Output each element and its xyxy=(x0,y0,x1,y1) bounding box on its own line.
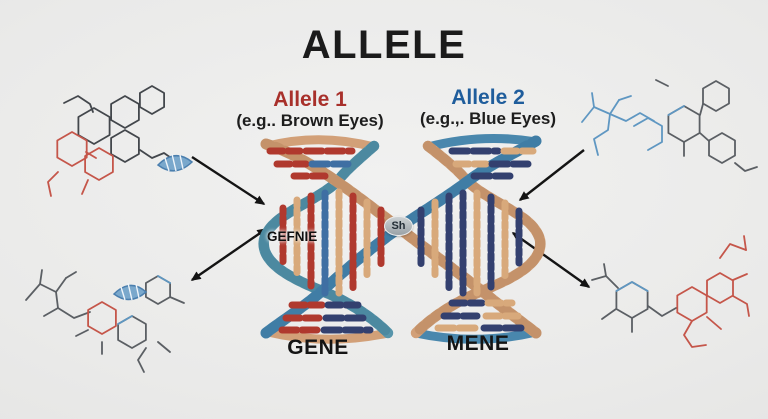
arrow-helix-to-bottomleft xyxy=(190,228,268,281)
allele1-example: (e.g.. Brown Eyes) xyxy=(236,111,384,130)
basepair-dashes-bottom-right xyxy=(434,299,528,332)
allele2-example: (e.g.,. Blue Eyes) xyxy=(419,109,557,128)
arrow-topright-to-helix xyxy=(518,149,585,201)
molecule-structure-bottom-left xyxy=(25,269,185,373)
basepair-dashes-top-right xyxy=(448,147,537,180)
molecule-structure-top-left xyxy=(47,85,194,197)
basepair-dashes-top-left xyxy=(266,147,356,180)
basepair-bars-right xyxy=(417,189,523,297)
dna-mini-helix-icon xyxy=(156,153,194,172)
molecule-structure-top-right xyxy=(581,79,758,172)
basepair-dashes-bottom-left xyxy=(278,301,374,334)
arrow-topleft-to-helix xyxy=(191,155,266,206)
arrow-helix-to-bottomright xyxy=(511,232,591,288)
basepair-bars-left xyxy=(279,188,385,297)
gene-annotation-label: GEFNIE xyxy=(267,229,318,244)
arrows xyxy=(190,149,591,288)
gene-label-right: MENE xyxy=(446,332,510,355)
molecule-structure-bottom-right xyxy=(591,235,750,348)
allele2-label: Allele 2 xyxy=(451,86,525,109)
gene-label-left: GENE xyxy=(287,336,349,359)
page-title: ALLELE xyxy=(301,23,467,67)
sh-badge: Sh xyxy=(384,216,413,236)
dna-mini-helix-icon xyxy=(112,282,148,301)
allele1-label: Allele 1 xyxy=(273,88,347,111)
